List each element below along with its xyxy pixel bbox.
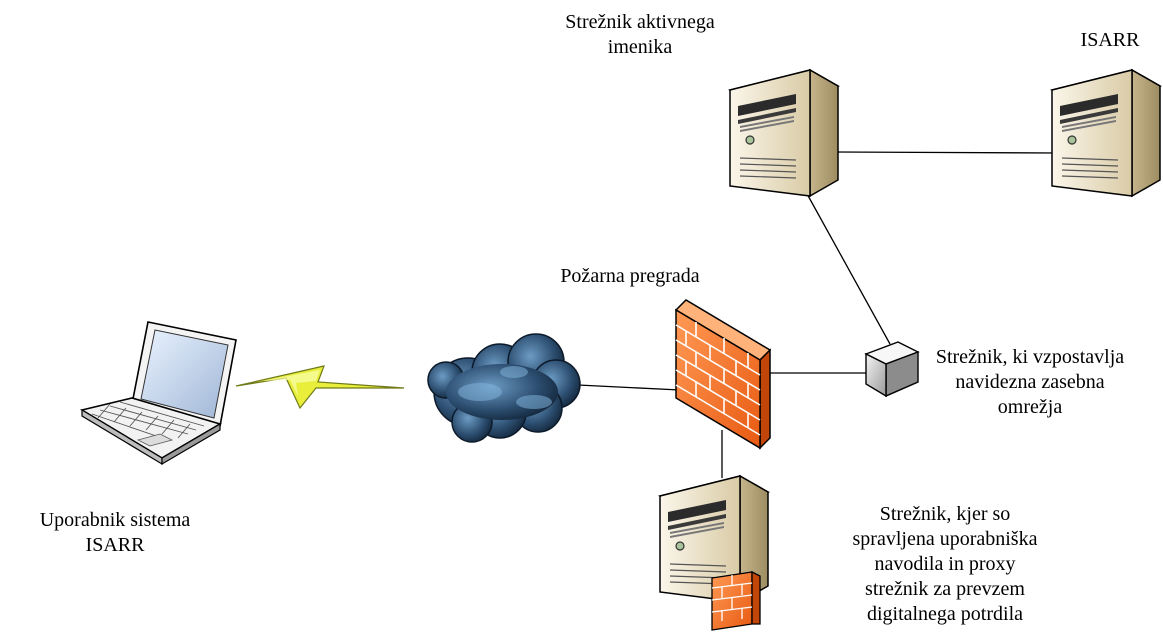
vpn-server-label-line-1: Strežnik, ki vzpostavlja [935,346,1125,368]
link-ad-isarr [835,151,1059,154]
isarr-server-icon [1051,69,1161,197]
cloud-icon [427,333,581,443]
link-ad-vpn [805,191,891,345]
vpn-server-label-line-3: omrežja [997,396,1063,418]
vpn-server-label-line-2: navidezna zasebna [955,371,1105,393]
vpn-server-label: Strežnik, ki vzpostavlja navidezna zaseb… [905,345,1155,420]
vpn-box-icon [864,341,920,398]
isarr-server-label-line-1: ISARR [1080,29,1140,51]
firewall-icon [674,299,772,450]
proxy-server-icon [659,475,769,631]
proxy-server-label-line-2: spravljena uporabniška [852,528,1038,550]
ad-server-icon [729,69,839,197]
firewall-label-line-1: Požarna pregrada [560,265,700,287]
firewall-label: Požarna pregrada [520,264,740,289]
proxy-server-label: Strežnik, kjer so spravljena uporabniška… [820,502,1070,627]
ad-server-label: Strežnik aktivnega imenika [520,10,760,60]
proxy-server-label-line-4: strežnik za prevzem [865,578,1025,600]
ad-server-label-line-2: imenika [607,36,673,58]
user-label-line-2: ISARR [85,534,145,556]
user-label-line-1: Uporabnik sistema [39,509,191,531]
ad-server-label-line-1: Strežnik aktivnega [565,11,715,33]
isarr-server-label: ISARR [1060,28,1160,53]
proxy-server-label-line-1: Strežnik, kjer so [879,503,1011,525]
link-cloud-firewall [577,384,681,391]
laptop-icon [79,321,237,466]
user-label: Uporabnik sistema ISARR [0,508,230,558]
proxy-server-label-line-5: digitalnega potrdila [866,603,1024,625]
mini-firewall-icon [711,570,761,631]
connection-lines [577,151,1059,478]
lightning-icon [235,365,405,410]
proxy-server-label-line-3: navodila in proxy [874,553,1016,575]
